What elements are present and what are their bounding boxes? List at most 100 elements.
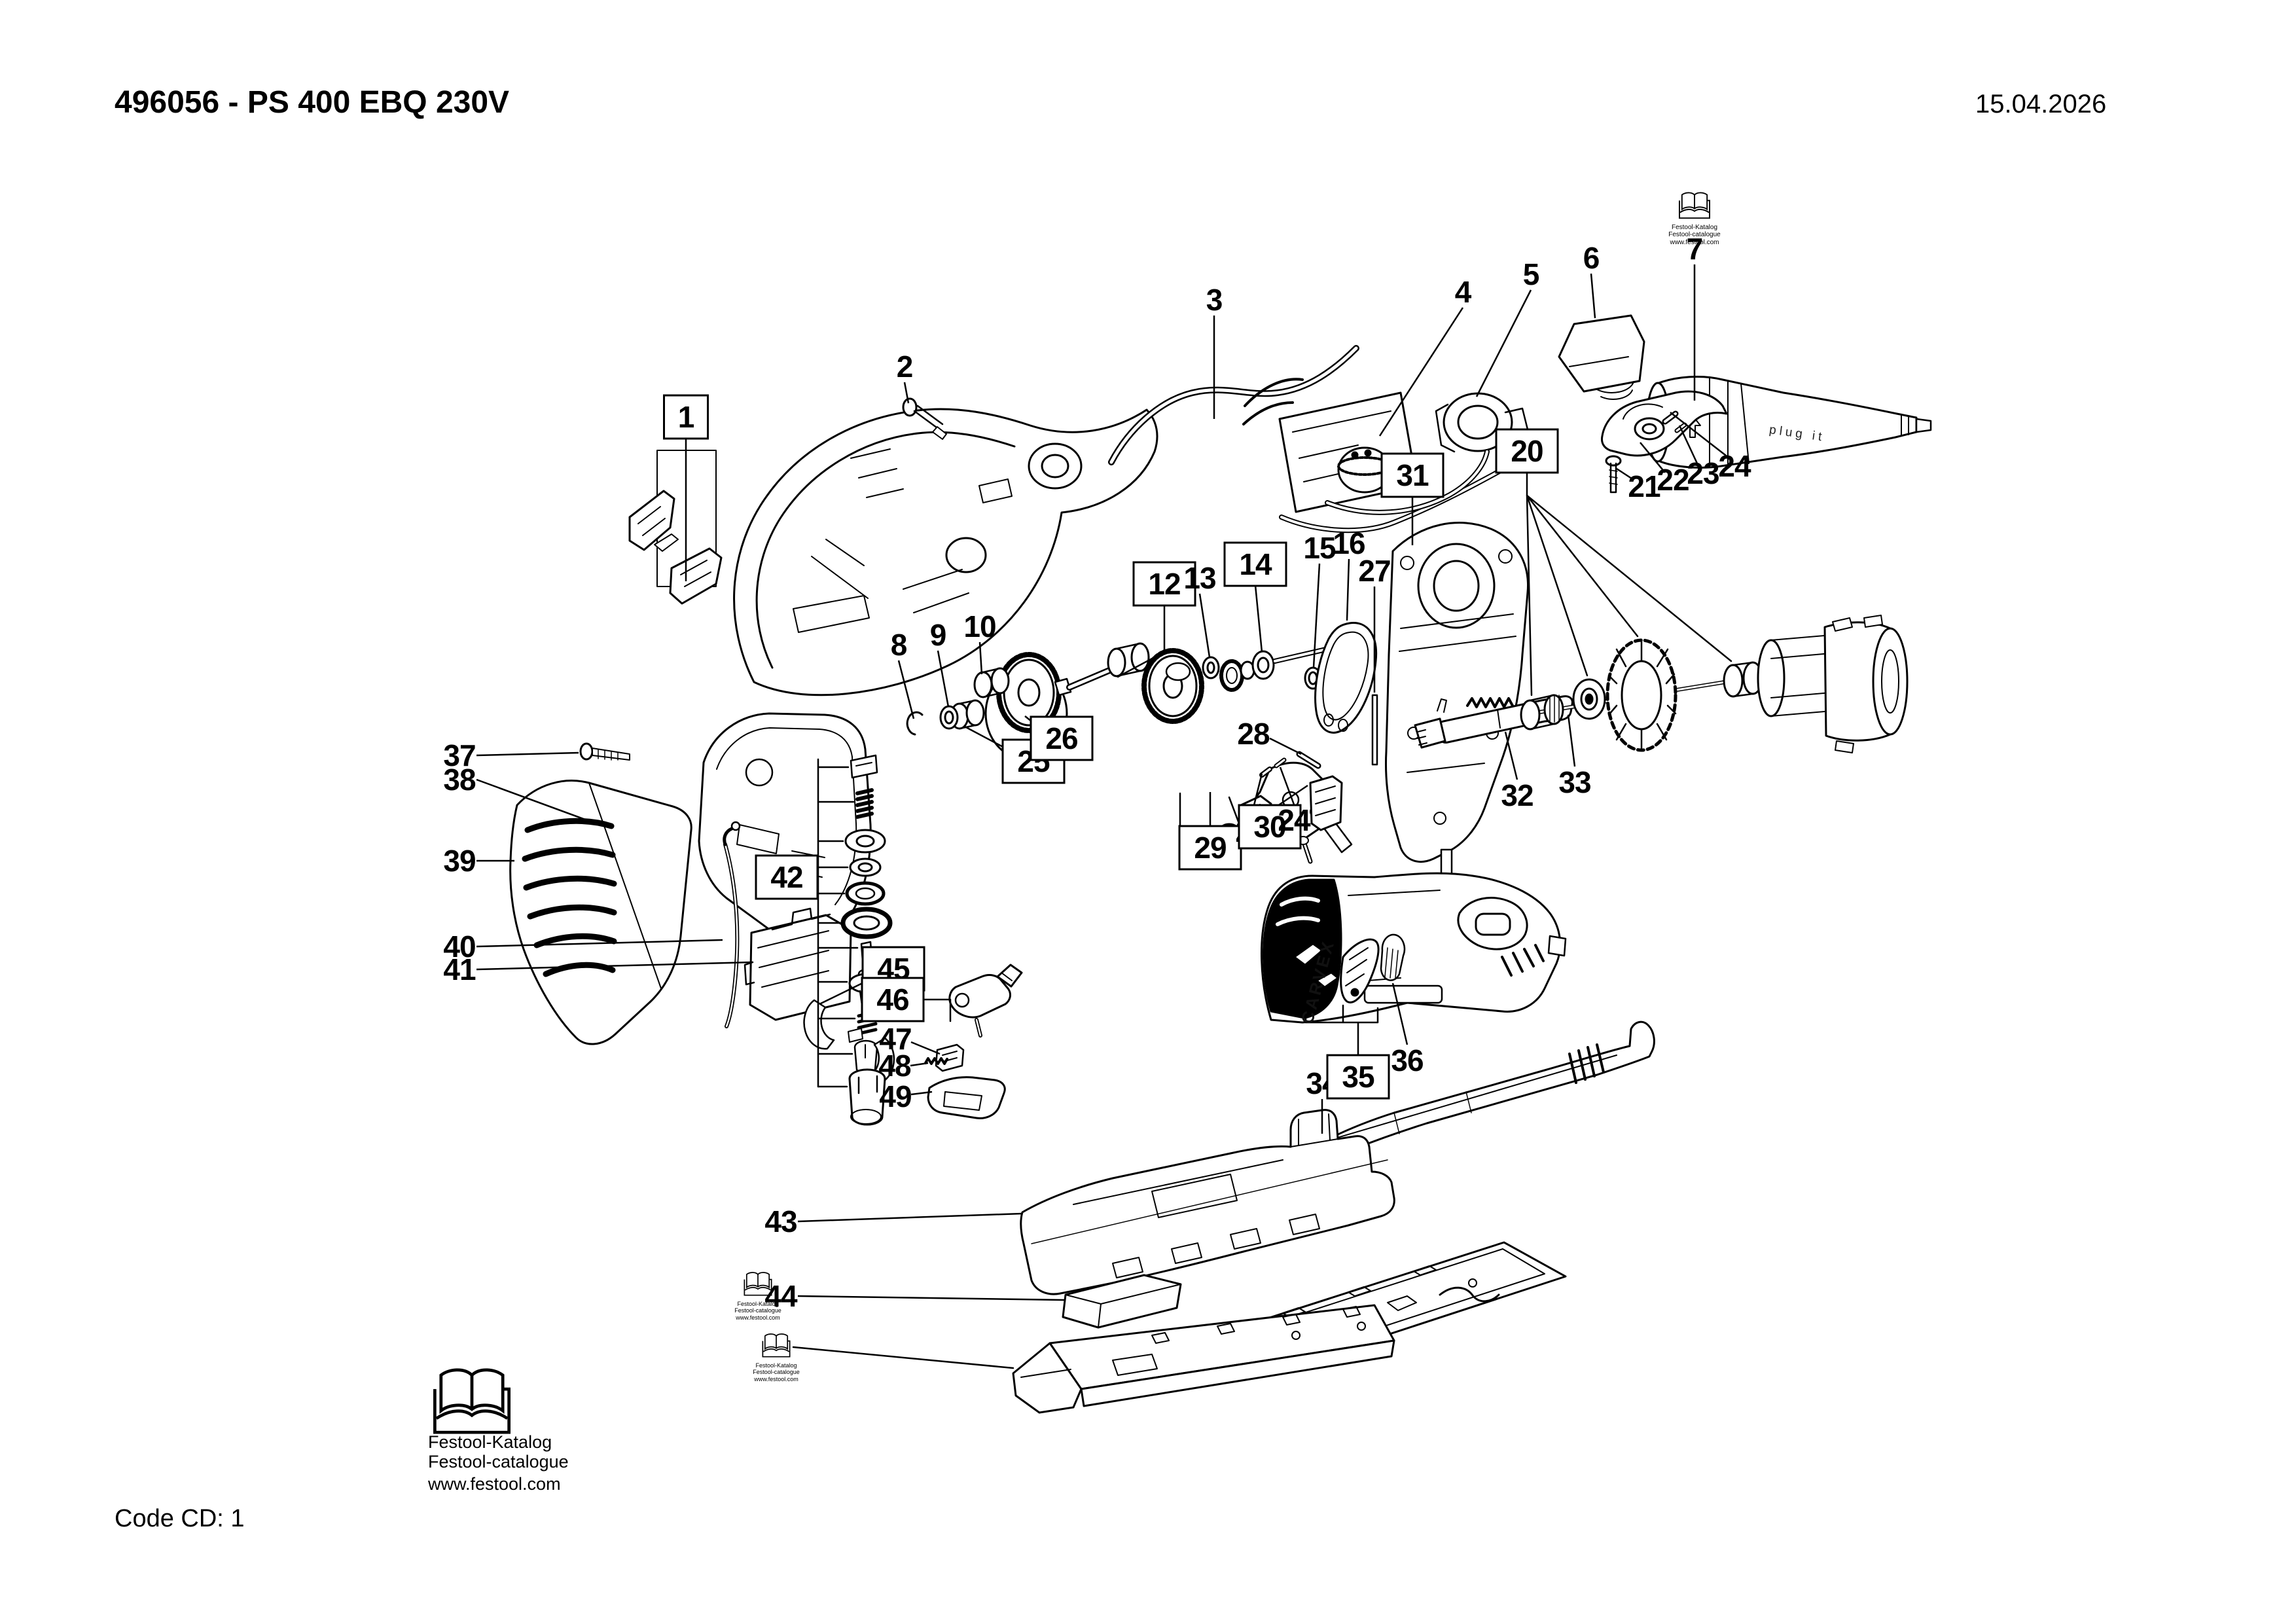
part-label-7: 7: [1687, 232, 1703, 266]
book-text: Festool-Katalog: [1672, 224, 1717, 231]
leader-line-44: [797, 1295, 1065, 1301]
carriage-43: [1020, 1109, 1395, 1295]
part-label-23: 23: [1687, 456, 1719, 490]
leader-line-22: [1640, 442, 1666, 473]
page-date: 15.04.2026: [1975, 90, 2106, 118]
brush-holder: [1325, 392, 1530, 515]
book-text: www.festool.com: [753, 1376, 798, 1382]
leader-line-24: [1670, 412, 1729, 458]
part-label-box-26: [1030, 715, 1094, 761]
leader-line-15: [1312, 563, 1321, 668]
leader-line-9: [937, 650, 950, 708]
housing-shell: [733, 408, 1158, 696]
part-label-27: 27: [1358, 554, 1390, 588]
leader-line-8: [897, 660, 915, 719]
part-label-box-31: [1380, 452, 1444, 498]
bellows-39: [509, 780, 692, 1045]
leader-line-10: [978, 641, 983, 675]
screw-2: [902, 397, 947, 440]
part-label-1: 1: [678, 400, 694, 434]
part-label-30: 30: [1253, 810, 1285, 844]
part-label-3: 3: [1206, 283, 1223, 317]
leader-line-28: [1269, 737, 1302, 755]
motor-armature: [1520, 615, 1909, 753]
part-label-box-20: [1495, 428, 1559, 474]
part-label-15: 15: [1303, 531, 1336, 565]
book-text: Festool-Katalog: [737, 1301, 778, 1307]
cover-plates: [1293, 933, 1406, 1003]
part-label-29: 29: [1194, 831, 1226, 865]
part-label-20: 20: [1511, 434, 1543, 468]
pin-27: [1371, 694, 1378, 766]
part-label-47: 47: [879, 1022, 911, 1056]
book-icon-sole: [762, 1333, 791, 1358]
sole-plate-lower: [1012, 1304, 1395, 1414]
part-label-43: 43: [764, 1204, 797, 1238]
leader-line-5: [1475, 289, 1532, 397]
balance-gear-assembly: [906, 642, 1150, 761]
logo-line-3: www.festool.com: [427, 1474, 561, 1494]
leader-line-13: [1198, 593, 1211, 658]
leader-line-40: [476, 939, 723, 948]
mount-block-41: [744, 907, 852, 1021]
leader-line-37: [476, 751, 579, 757]
part-label-31: 31: [1396, 458, 1429, 492]
leader-line-14: [1254, 585, 1263, 653]
book-text: Festool-catalogue: [734, 1307, 781, 1314]
part-label-16: 16: [1333, 526, 1365, 560]
part-label-28: 28: [1237, 717, 1270, 751]
gasket: [1314, 622, 1378, 734]
gear-12-group: [1141, 639, 1363, 724]
part-label-5: 5: [1523, 257, 1539, 291]
leader-line-49: [910, 1091, 933, 1096]
screw-37: [579, 742, 630, 761]
part-label-box-12: [1132, 561, 1196, 607]
part-label-40: 40: [443, 929, 475, 964]
part-label-42: 42: [770, 860, 802, 894]
part-label-38: 38: [443, 763, 476, 797]
book-icon-top: [1678, 192, 1711, 219]
part-label-box-30: [1238, 804, 1302, 850]
leader-line-24: [1279, 767, 1295, 805]
part-label-9: 9: [930, 618, 946, 652]
part-label-12: 12: [1148, 567, 1180, 601]
leader-line-2: [903, 382, 910, 404]
part-label-box-14: [1223, 541, 1287, 587]
leader-line-21: [1616, 467, 1634, 481]
part-label-box-29: [1178, 825, 1242, 871]
part-label-6: 6: [1583, 241, 1600, 275]
logo-line-2: Festool-catalogue: [428, 1452, 569, 1471]
book-text: Festool-catalogue: [1668, 231, 1721, 238]
part-label-26: 26: [1045, 721, 1077, 755]
page-code: Code CD: 1: [115, 1505, 245, 1532]
leader-line-4: [1378, 307, 1464, 437]
part-label-49: 49: [879, 1079, 911, 1113]
gear-housing-cover: [1385, 522, 1530, 931]
leader-line-41: [476, 961, 753, 971]
catalog-icons: Festool-Katalog Festool-catalogue www.fe…: [427, 192, 1721, 1494]
leader-line-47: [910, 1041, 941, 1055]
part-label-2: 2: [897, 350, 913, 384]
book-text: www.festool.com: [1669, 239, 1719, 246]
part-label-39: 39: [443, 844, 475, 878]
plunger-parts-column: [803, 754, 895, 1126]
leader-line-32: [1504, 731, 1518, 780]
part-label-44: 44: [764, 1279, 798, 1313]
book-text: Festool-Katalog: [755, 1362, 797, 1369]
part-label-box-42: [755, 854, 819, 900]
leader-line-48: [910, 1062, 929, 1067]
page-title: 496056 - PS 400 EBQ 230V: [115, 85, 509, 120]
part-label-13: 13: [1183, 561, 1215, 595]
part-label-box-46: [861, 977, 925, 1022]
part-label-box-1: [663, 394, 709, 440]
part-label-4: 4: [1455, 275, 1472, 309]
book-text: www.festool.com: [735, 1314, 780, 1321]
logo-line-1: Festool-Katalog: [428, 1432, 552, 1452]
jigsaw-assembled: [1261, 872, 1567, 1024]
part-label-8: 8: [891, 628, 907, 662]
part-label-32: 32: [1501, 778, 1533, 812]
leader-line-38: [476, 778, 593, 823]
part-label-33: 33: [1558, 765, 1590, 799]
part-label-48: 48: [878, 1049, 911, 1083]
